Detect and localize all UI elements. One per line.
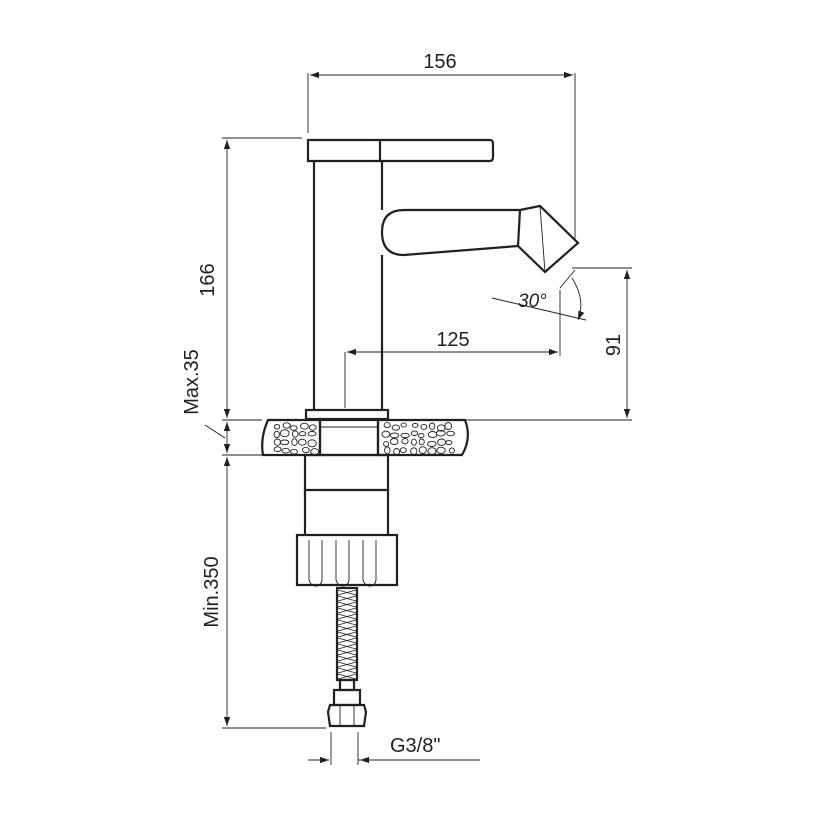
dimension-thread: G3/8" bbox=[308, 732, 480, 765]
stone-texture bbox=[383, 422, 391, 429]
hose-braid bbox=[337, 667, 357, 674]
shank bbox=[318, 418, 380, 457]
hose-braid bbox=[337, 655, 357, 662]
stone-texture bbox=[428, 422, 436, 431]
dimension-angle: 30° bbox=[491, 269, 587, 321]
stone-texture bbox=[427, 440, 437, 447]
stone-texture bbox=[383, 440, 390, 447]
hose-braid bbox=[337, 619, 357, 626]
hose-braid bbox=[337, 613, 357, 620]
dimension-reach: 125 bbox=[344, 290, 561, 408]
stone-texture bbox=[427, 431, 438, 438]
stone-texture bbox=[435, 429, 446, 437]
stone-texture bbox=[273, 423, 281, 430]
handle-lever bbox=[306, 138, 495, 163]
stone-texture bbox=[399, 447, 407, 453]
hose-braid bbox=[337, 601, 357, 608]
stone-texture bbox=[291, 438, 298, 446]
dimension-max-counter-label: Max.35 bbox=[181, 349, 203, 415]
stone-texture bbox=[282, 422, 291, 429]
hose-braid bbox=[337, 637, 357, 644]
dimension-width: 156 bbox=[307, 51, 576, 240]
flexible-hose bbox=[326, 586, 368, 728]
hose-braid bbox=[337, 649, 357, 656]
base-ring bbox=[304, 408, 390, 421]
stone-texture bbox=[290, 448, 298, 455]
stone-texture bbox=[273, 438, 281, 446]
hose-braid bbox=[337, 589, 357, 596]
hose-braid bbox=[337, 673, 357, 680]
stone-texture bbox=[418, 433, 425, 439]
dimension-angle-label: 30° bbox=[518, 291, 547, 312]
hose-braid bbox=[337, 625, 357, 632]
dimension-height: 166 bbox=[197, 137, 302, 421]
stone-texture bbox=[279, 439, 290, 446]
stone-texture bbox=[393, 447, 401, 456]
stone-texture bbox=[291, 430, 299, 438]
stone-texture bbox=[281, 447, 290, 454]
stone-texture bbox=[298, 431, 307, 437]
stone-texture bbox=[418, 446, 427, 454]
hose-braid bbox=[337, 595, 357, 602]
stone-texture bbox=[307, 431, 317, 437]
dimension-spout-height-label: 91 bbox=[603, 334, 625, 356]
dimension-min-hose-label: Min.350 bbox=[201, 556, 223, 627]
dimension-reach-label: 125 bbox=[436, 329, 469, 351]
stone-texture bbox=[401, 438, 409, 445]
stone-texture bbox=[444, 422, 453, 431]
stone-texture bbox=[437, 438, 447, 446]
hose-braid bbox=[337, 643, 357, 650]
countertop bbox=[261, 418, 469, 457]
faucet-body bbox=[304, 138, 580, 421]
stone-texture bbox=[384, 446, 391, 455]
stone-texture bbox=[400, 432, 410, 439]
dimension-height-label: 166 bbox=[197, 263, 219, 296]
stone-texture bbox=[420, 423, 428, 430]
column bbox=[312, 161, 384, 410]
stone-texture bbox=[307, 439, 317, 448]
stone-texture bbox=[400, 422, 407, 428]
fixing-nut bbox=[295, 453, 399, 587]
hose-braid bbox=[337, 631, 357, 638]
dimension-spout-height: 91 bbox=[465, 267, 632, 421]
stone-texture bbox=[446, 430, 455, 437]
stone-texture bbox=[299, 422, 309, 430]
stone-texture bbox=[410, 438, 417, 446]
stone-texture bbox=[289, 425, 298, 431]
dimension-thread-label: G3/8" bbox=[390, 735, 440, 757]
stone-texture bbox=[418, 438, 425, 446]
hose-braid bbox=[337, 661, 357, 668]
stone-texture bbox=[436, 446, 446, 454]
stone-texture bbox=[308, 424, 317, 431]
stone-texture bbox=[410, 447, 418, 456]
stone-texture bbox=[410, 430, 419, 436]
stone-texture bbox=[411, 422, 419, 428]
stone-texture bbox=[273, 430, 280, 439]
dimension-max-counter: Max.35 bbox=[181, 349, 262, 456]
stone-texture bbox=[273, 446, 282, 453]
stone-texture bbox=[389, 432, 400, 439]
stone-texture bbox=[445, 440, 453, 446]
dimension-min-hose: Min.350 bbox=[201, 457, 326, 729]
stone-texture bbox=[389, 438, 399, 445]
hose-braid bbox=[337, 607, 357, 614]
stone-texture bbox=[297, 438, 307, 446]
spout bbox=[380, 204, 580, 274]
stone-texture bbox=[301, 446, 310, 454]
stone-texture bbox=[381, 430, 391, 438]
stone-texture bbox=[279, 429, 290, 438]
stone-texture bbox=[448, 447, 455, 454]
stone-texture bbox=[427, 447, 437, 455]
stone-texture bbox=[310, 448, 320, 456]
stone-texture bbox=[391, 424, 400, 431]
dimension-width-label: 156 bbox=[423, 51, 456, 73]
